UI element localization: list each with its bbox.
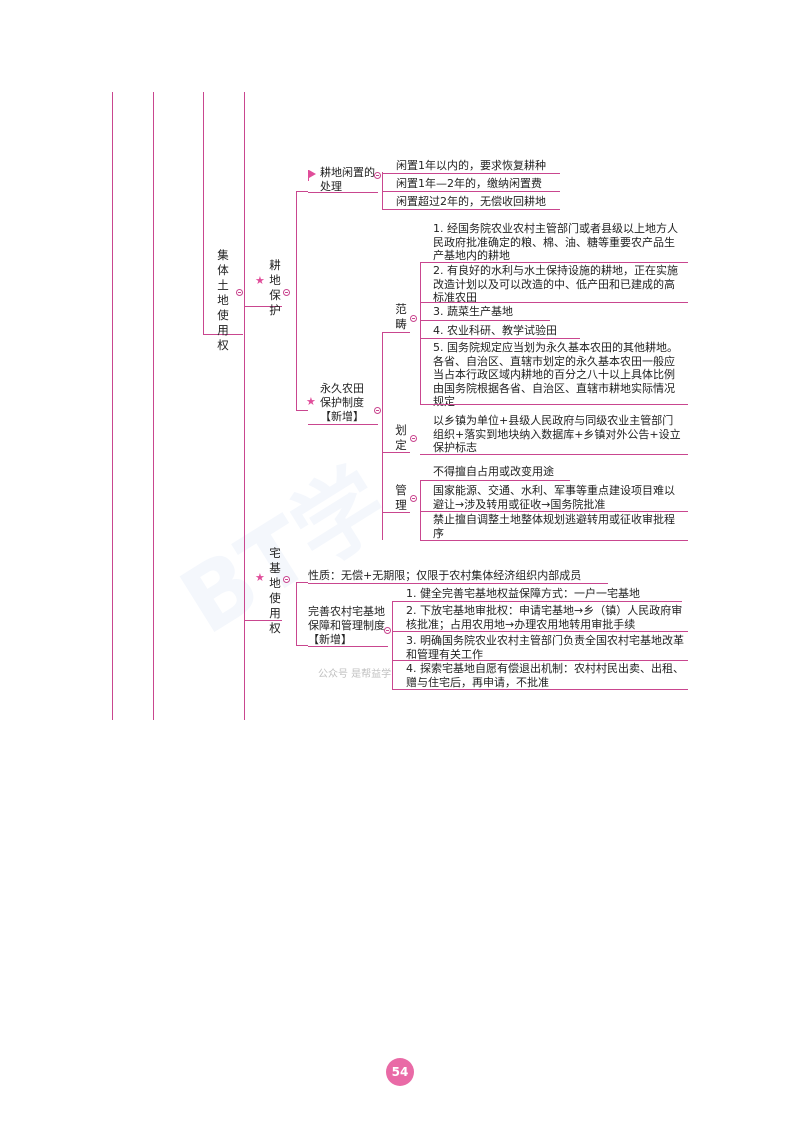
scope-item-5: 5. 国务院规定应当划为永久基本农田的其他耕地。各省、自治区、直辖市划定的永久基…: [433, 341, 678, 408]
farmland-bracket: [296, 191, 297, 411]
improve-collapse-icon[interactable]: [384, 627, 391, 634]
scope-item-4-line: [420, 338, 580, 339]
scope-item-4: 4. 农业科研、教学试验田: [433, 324, 557, 337]
improve-item-3-line: [392, 660, 688, 661]
improve-label-underline: [308, 646, 388, 647]
manage-bracket: [420, 480, 421, 540]
idle-item-2-line: [382, 191, 560, 192]
delimit-item-1-line: [420, 454, 688, 455]
homestead-nature: 性质：无偿+无期限；仅限于农村集体经济组织内部成员: [308, 569, 582, 582]
manage-label: 管理: [395, 483, 407, 512]
watermark-footer: 公众号 是帮益学: [318, 669, 392, 680]
delimit-label-underline: [382, 452, 410, 453]
improve-item-2: 2. 下放宅基地审批权：申请宅基地→乡（镇）人民政府审核批准；占用农用地→办理农…: [406, 604, 683, 631]
manage-item-3: 禁止擅自调整土地整体规划逃避转用或征收审批程序: [433, 513, 675, 540]
scope-item-5-line: [420, 404, 688, 405]
farmland-collapse-icon[interactable]: [283, 289, 290, 296]
scope-item-2: 2. 有良好的水利与水土保持设施的耕地，正在实施改造计划以及可以改造的中、低产田…: [433, 264, 678, 304]
idle-item-1: 闲置1年以内的，要求恢复耕种: [396, 159, 546, 172]
improve-item-1-line: [392, 601, 682, 602]
idle-item-3: 闲置超过2年的，无偿收回耕地: [396, 195, 546, 208]
nature-underline: [308, 583, 608, 584]
permanent-connector: [296, 410, 308, 411]
margin-line-1: [112, 92, 113, 720]
scope-item-3: 3. 蔬菜生产基地: [433, 305, 513, 318]
improve-item-4: 4. 探索宅基地自愿有偿退出机制：农村村民出卖、出租、赠与住宅后，再申请，不批准: [406, 662, 684, 689]
idle-item-2: 闲置1年—2年的，缴纳闲置费: [396, 177, 542, 190]
improve-connector: [296, 645, 308, 646]
improve-item-3: 3. 明确国务院农业农村主管部门负责全国农村宅基地改革和管理有关工作: [406, 634, 684, 661]
manage-label-underline: [382, 512, 410, 513]
improve-item-1: 1. 健全完善宅基地权益保障方式：一户一宅基地: [406, 587, 640, 600]
improve-label: 完善农村宅基地保障和管理制度【新增】: [308, 605, 385, 646]
permanent-collapse-icon[interactable]: [374, 407, 381, 414]
homestead-star-icon: ★: [255, 571, 265, 584]
nature-connector: [296, 582, 308, 583]
delimit-collapse-icon[interactable]: [410, 435, 417, 442]
scope-label: 范畴: [395, 302, 407, 331]
scope-item-3-line: [420, 320, 550, 321]
main-spine: [244, 92, 245, 720]
manage-item-3-line: [420, 540, 688, 541]
idle-flag-icon: [309, 170, 316, 178]
improve-bracket: [392, 601, 393, 689]
idle-label: 耕地闲置的处理: [320, 166, 375, 193]
permanent-label-underline: [308, 424, 378, 425]
scope-bracket: [420, 262, 421, 404]
scope-item-1-line: [420, 262, 688, 263]
manage-item-1-line: [420, 480, 570, 481]
farmland-star-icon: ★: [255, 274, 265, 287]
permanent-label: 永久农田保护制度【新增】: [320, 382, 364, 423]
homestead-collapse-icon[interactable]: [283, 576, 290, 583]
idle-collapse-icon[interactable]: [374, 172, 381, 179]
manage-item-1: 不得擅自占用或改变用途: [433, 465, 554, 478]
root-bracket: [203, 92, 204, 335]
manage-item-2: 国家能源、交通、水利、军事等重点建设项目难以避让→涉及转用或征收→国务院批准: [433, 484, 675, 511]
manage-collapse-icon[interactable]: [410, 495, 417, 502]
idle-item-3-line: [382, 209, 560, 210]
idle-flag-pole: [308, 170, 309, 181]
spine-to-farmland: [244, 306, 282, 307]
farmland-label: 耕地保护: [269, 258, 281, 317]
permanent-bracket: [382, 332, 383, 540]
homestead-bracket: [296, 582, 297, 646]
permanent-star-icon: ★: [306, 395, 316, 408]
delimit-label: 划定: [395, 423, 407, 452]
root-collapse-icon[interactable]: [236, 289, 243, 296]
root-label: 集体土地使用权: [217, 248, 229, 352]
idle-label-underline: [308, 192, 378, 193]
improve-item-4-line: [392, 689, 688, 690]
homestead-label: 宅基地使用权: [269, 546, 281, 635]
root-underline: [203, 334, 243, 335]
scope-item-1: 1. 经国务院农业农村主管部门或者县级以上地方人民政府批准确定的粮、棉、油、糖等…: [433, 222, 678, 262]
delimit-item-1: 以乡镇为单位+县级人民政府与同级农业主管部门组织+落实到地块纳入数据库+乡镇对外…: [433, 414, 681, 454]
scope-collapse-icon[interactable]: [410, 315, 417, 322]
scope-item-2-line: [420, 302, 688, 303]
scope-label-underline: [382, 332, 410, 333]
manage-item-2-line: [420, 511, 688, 512]
idle-item-1-line: [382, 173, 560, 174]
idle-connector: [296, 191, 308, 192]
page-number-badge: 54: [386, 1058, 414, 1086]
improve-item-2-line: [392, 631, 688, 632]
spine-to-homestead: [244, 620, 282, 621]
margin-line-2: [153, 92, 154, 720]
